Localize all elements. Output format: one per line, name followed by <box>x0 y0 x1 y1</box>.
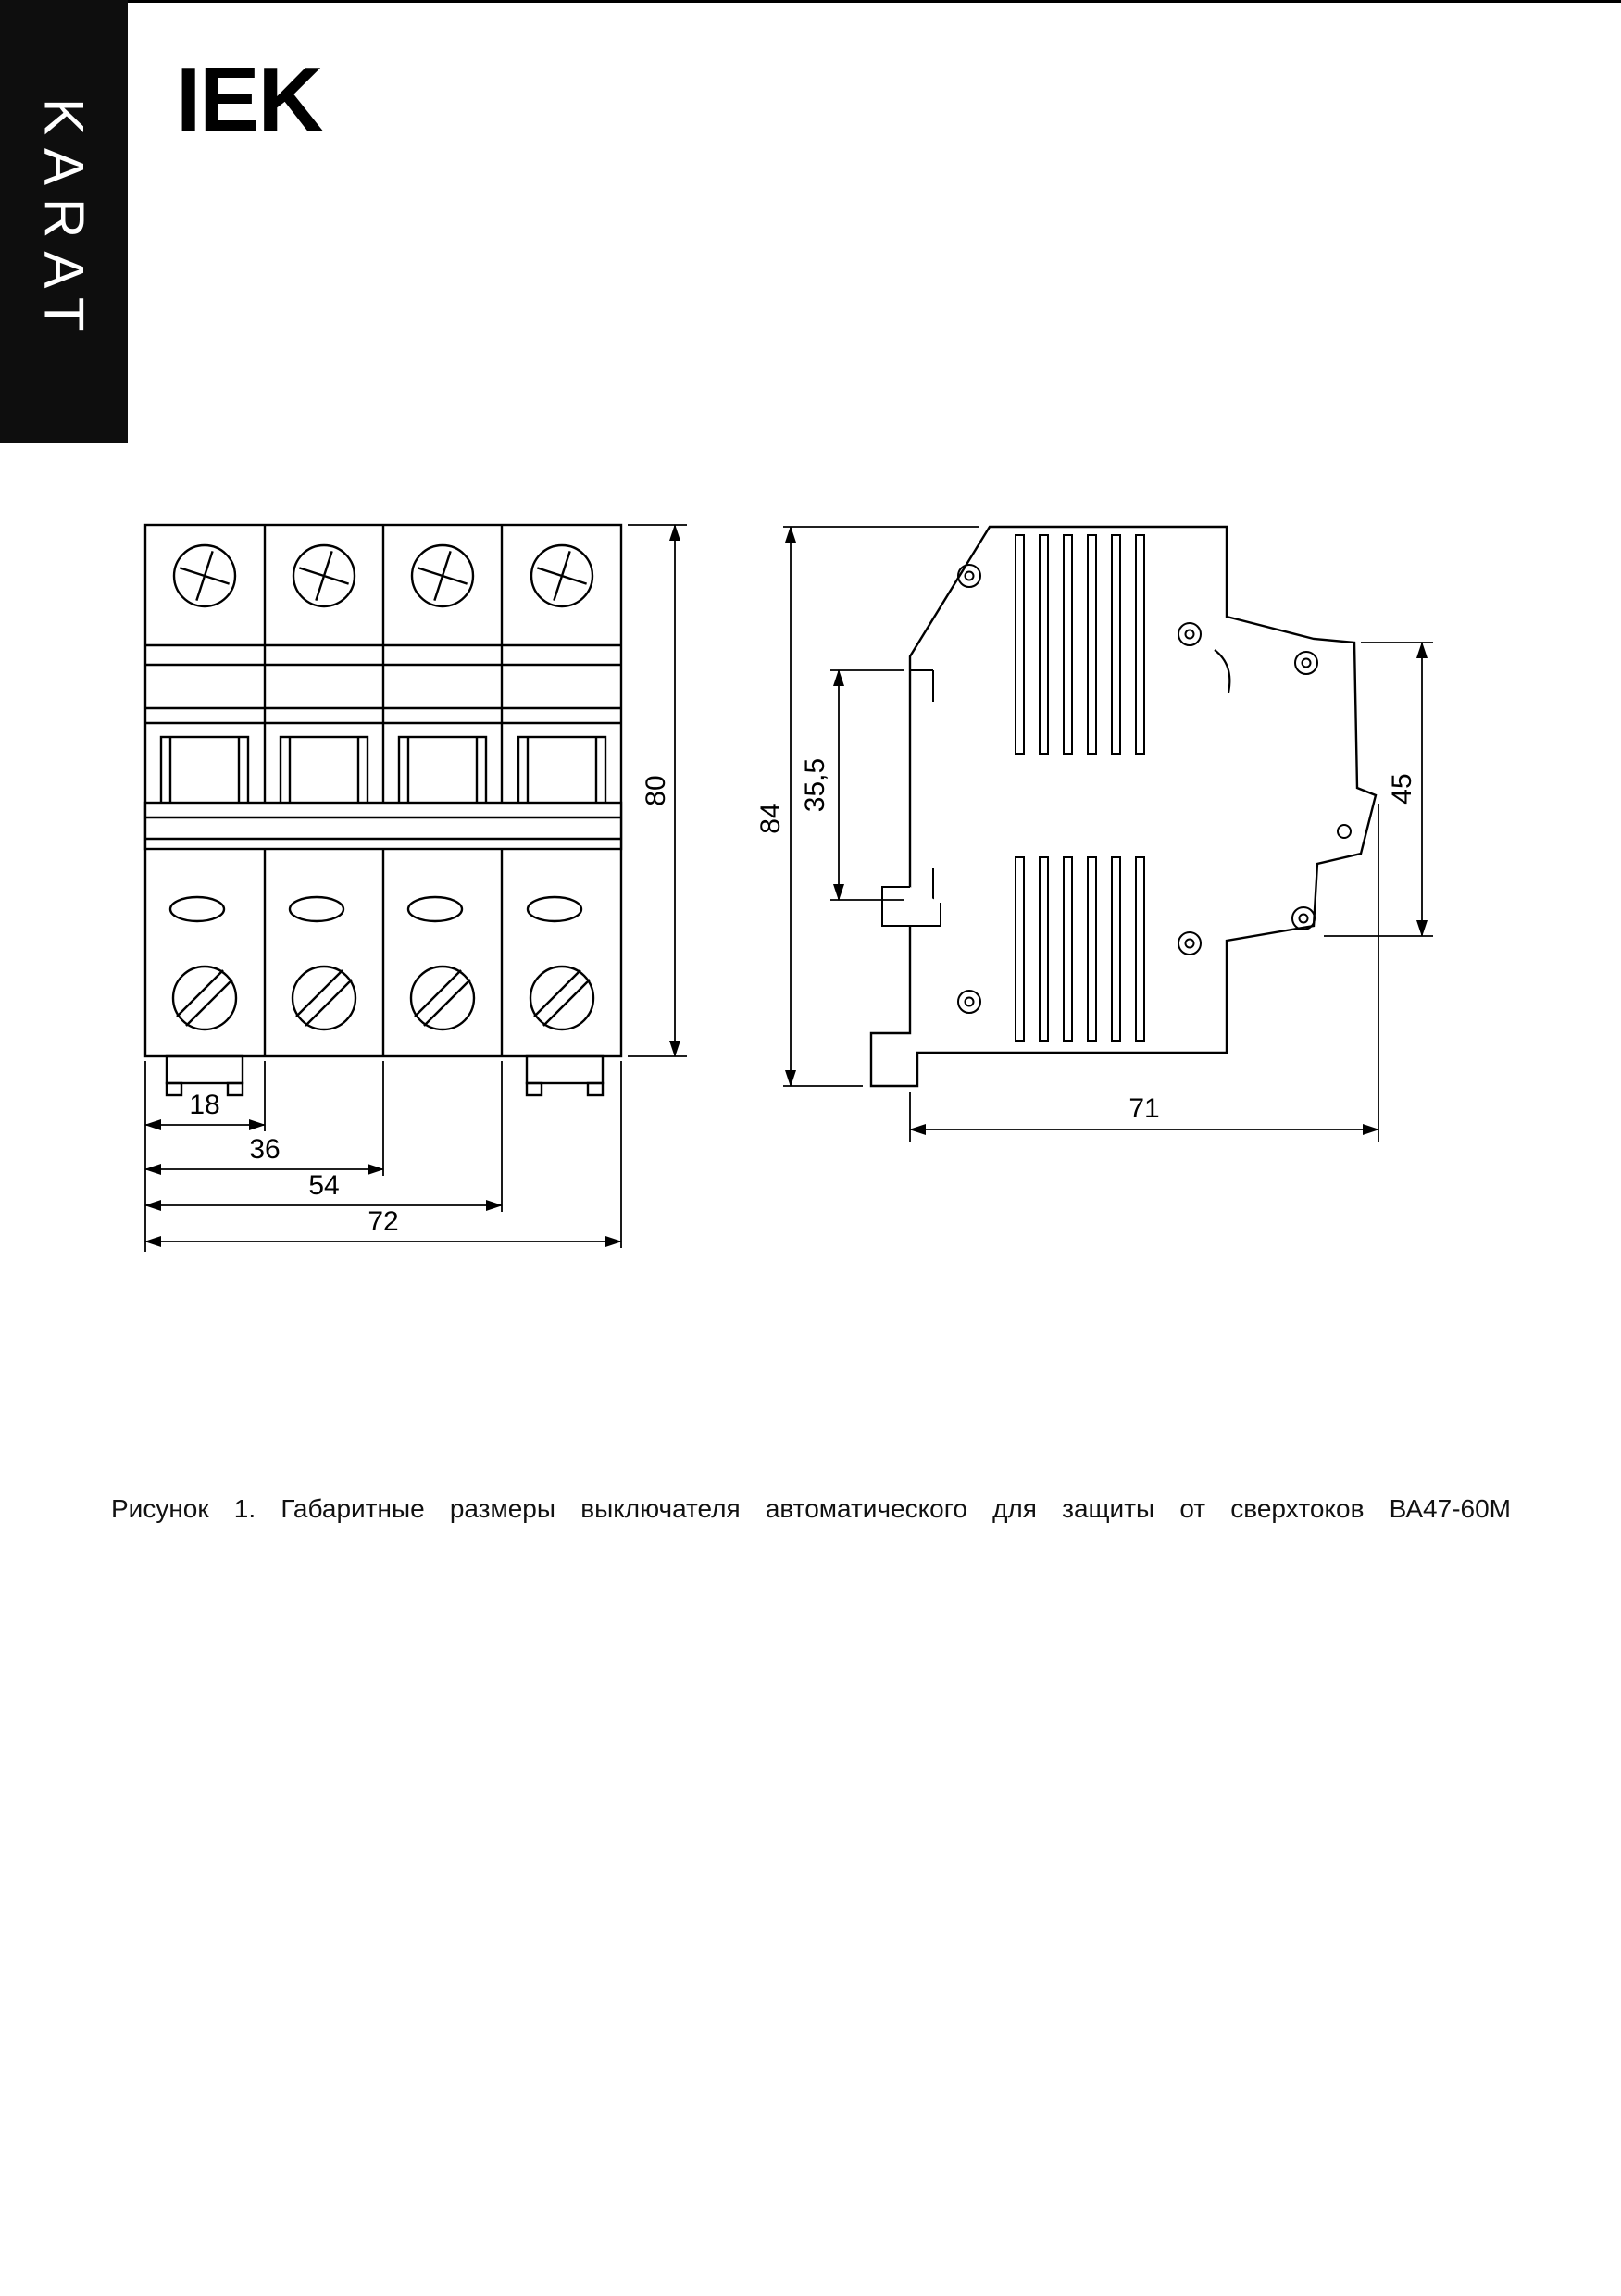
latch-pin <box>1337 824 1352 839</box>
karat-series-label: KARAT <box>32 98 95 344</box>
dim-label-84: 84 <box>755 803 786 833</box>
handle-tie-bar <box>143 801 623 851</box>
dim-label-72: 72 <box>368 1206 398 1237</box>
front-view-drawing <box>143 523 623 1097</box>
din-recess-detail <box>881 669 941 927</box>
karat-series-spine: KARAT <box>0 0 128 443</box>
curved-slot <box>1214 649 1231 693</box>
side-view-drawing <box>869 525 1378 1088</box>
dimension-labels: 80 18 36 54 72 84 35,5 45 71 <box>189 758 1417 1237</box>
dimension-annotations: 80 18 36 54 72 84 35,5 45 71 <box>144 524 1433 1252</box>
breaker-side-body <box>869 525 1378 1088</box>
dim-label-45: 45 <box>1387 773 1417 804</box>
dim-label-54: 54 <box>308 1170 339 1201</box>
dim-label-36: 36 <box>249 1134 280 1165</box>
case-rivets <box>957 564 1352 1014</box>
dim-label-18: 18 <box>189 1090 219 1120</box>
side-view-dimensions <box>783 526 1433 1142</box>
dim-label-71: 71 <box>1128 1093 1159 1124</box>
iek-logo: IEK <box>176 48 323 150</box>
figure-caption: Рисунок 1. Габаритные размеры выключател… <box>111 1494 1511 1523</box>
page-top-border <box>0 0 1621 3</box>
din-rail-clips <box>165 1054 605 1097</box>
front-view-dimensions <box>144 524 687 1252</box>
dim-label-35-5: 35,5 <box>800 758 830 812</box>
dim-label-80: 80 <box>641 775 671 805</box>
